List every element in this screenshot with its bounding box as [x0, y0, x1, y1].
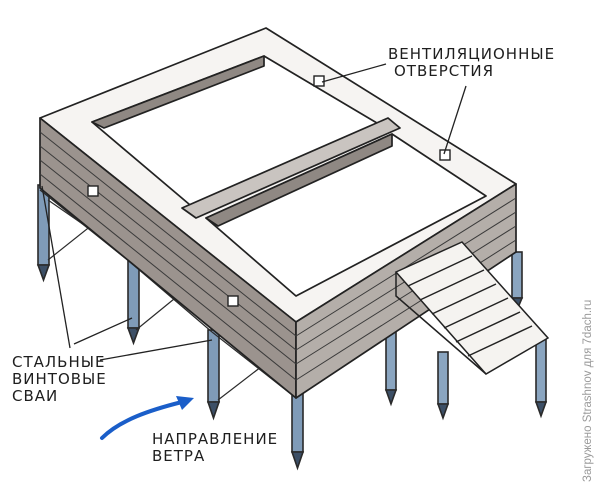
- wooden-frame: [39, 27, 517, 399]
- pile-right-mid: [384, 329, 398, 407]
- pile-center-front: [206, 329, 221, 421]
- leader-vent-1: [321, 63, 387, 83]
- label-line: направление: [152, 430, 279, 448]
- pile-left-mid: [126, 257, 141, 346]
- leader-lines: [41, 63, 467, 361]
- screw-piles: [36, 184, 548, 471]
- pile-stair-left: [436, 351, 450, 421]
- leader-piles-3: [99, 339, 213, 361]
- vent-openings: [87, 75, 451, 307]
- vent-opening-3: [227, 295, 239, 307]
- label-line: винтовые: [12, 370, 107, 388]
- label-line: сваи: [12, 387, 59, 405]
- label-wind-direction: направление ветра: [152, 431, 278, 465]
- vent-opening-4: [87, 185, 99, 197]
- label-line: вентиляционные: [388, 45, 556, 63]
- leader-piles-1: [41, 185, 71, 349]
- pile-stair-right: [534, 337, 548, 419]
- wind-arrow: [100, 396, 194, 440]
- label-steel-screw-piles: стальные винтовые сваи: [12, 354, 107, 405]
- label-line: стальные: [12, 353, 106, 371]
- leader-vent-2: [443, 85, 467, 155]
- stairs: [394, 241, 550, 375]
- pile-corner-front: [290, 391, 305, 471]
- leader-piles-2: [73, 317, 133, 345]
- label-line: отверстия: [394, 62, 495, 80]
- label-line: ветра: [152, 447, 206, 465]
- label-ventilation-openings: вентиляционные отверстия: [388, 46, 555, 80]
- vent-opening-1: [313, 75, 325, 87]
- pile-left-front: [36, 184, 51, 283]
- watermark: Загружено Strashnov для 7dach.ru: [582, 299, 594, 482]
